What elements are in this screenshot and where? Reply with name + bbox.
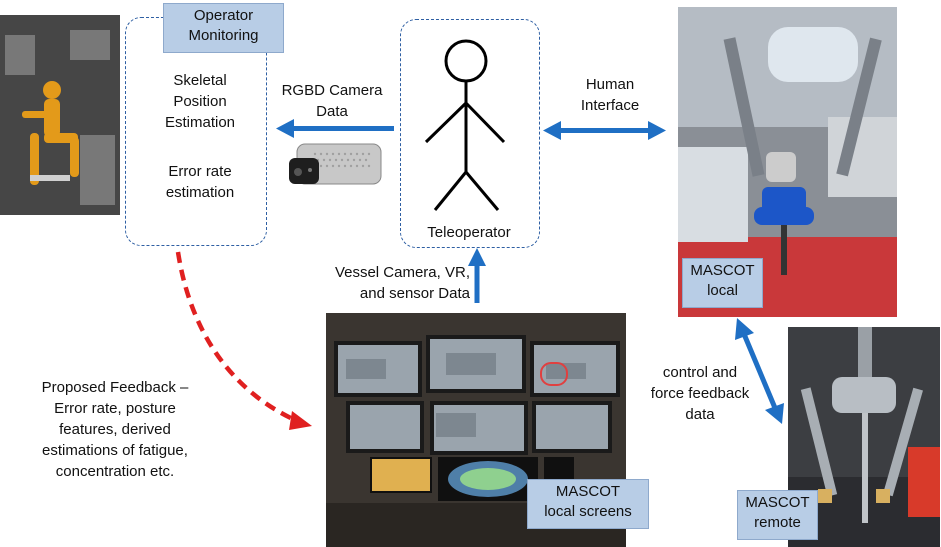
teleoperator-box	[400, 19, 540, 248]
human-interface-line1: Human	[585, 76, 635, 93]
proposed-feedback-line1: Proposed Feedback –	[41, 379, 189, 396]
mascot-screens-line2: local screens	[544, 503, 632, 520]
skeletal-line1: Skeletal	[173, 72, 227, 89]
proposed-feedback-label: Proposed Feedback – Error rate, posture …	[20, 377, 210, 482]
operator-monitoring-title-line2: Monitoring	[188, 27, 259, 44]
vessel-line2: and sensor Data	[359, 285, 470, 302]
mascot-remote-image	[788, 327, 940, 547]
mascot-screens-image	[326, 313, 626, 547]
human-interface-arrow	[543, 121, 666, 140]
skeletal-line3: Estimation	[164, 114, 236, 131]
vessel-label: Vessel Camera, VR, and sensor Data	[310, 262, 470, 304]
skeletal-line2: Position	[173, 93, 227, 110]
error-rate-line1: Error rate	[168, 163, 232, 180]
control-feedback-line3: data	[685, 406, 715, 423]
mascot-local-line2: local	[707, 282, 738, 299]
mascot-local-label: MASCOT local	[682, 258, 763, 308]
proposed-feedback-line4: estimations of fatigue,	[42, 442, 188, 459]
human-interface-line2: Interface	[580, 97, 640, 114]
operator-monitoring-title-line1: Operator	[193, 7, 254, 24]
mascot-remote-label: MASCOT remote	[737, 490, 818, 540]
error-rate-text: Error rate estimation	[140, 161, 260, 203]
mascot-screens-label: MASCOT local screens	[527, 479, 649, 529]
mascot-remote-line2: remote	[754, 514, 801, 531]
rgbd-camera-image	[285, 140, 385, 192]
error-rate-line2: estimation	[165, 184, 235, 201]
rgbd-label: RGBD Camera Data	[272, 80, 392, 122]
mascot-screens-line1: MASCOT	[555, 483, 621, 500]
vessel-line1: Vessel Camera, VR,	[334, 264, 470, 281]
operator-monitoring-title: Operator Monitoring	[163, 3, 284, 53]
rgbd-line2: Data	[316, 103, 348, 120]
rgbd-line1: RGBD Camera	[281, 82, 383, 99]
proposed-feedback-line2: Error rate, posture	[54, 400, 176, 417]
teleoperator-label: Teleoperator	[427, 224, 511, 241]
control-feedback-line2: force feedback	[650, 385, 750, 402]
control-feedback-line1: control and	[662, 364, 738, 381]
mascot-remote-line1: MASCOT	[745, 494, 810, 511]
operator-pointcloud-image	[0, 15, 120, 215]
skeletal-estimation-text: Skeletal Position Estimation	[140, 70, 260, 133]
proposed-feedback-line5: concentration etc.	[55, 463, 175, 480]
proposed-feedback-line3: features, derived	[59, 421, 171, 438]
mascot-local-image	[678, 7, 897, 317]
mascot-local-line1: MASCOT	[690, 262, 755, 279]
control-feedback-label: control and force feedback data	[640, 362, 760, 425]
vessel-data-arrow	[468, 248, 486, 303]
human-interface-label: Human Interface	[560, 74, 660, 116]
